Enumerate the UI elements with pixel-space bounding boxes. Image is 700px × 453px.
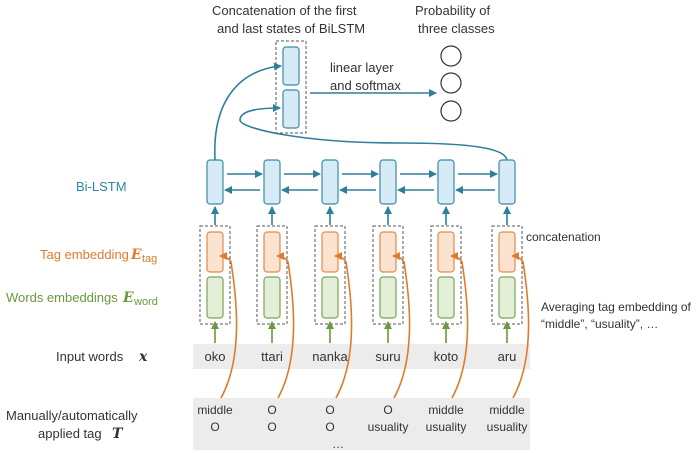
tag-to-embedding-arrow-1 bbox=[219, 252, 238, 399]
applied-tags-band bbox=[193, 398, 530, 450]
bilstm-label: Bi-LSTM bbox=[76, 179, 127, 194]
last-state-arrow bbox=[239, 104, 508, 161]
svg-text:Tag embedding: Tag embedding bbox=[40, 247, 129, 262]
input-word-3: nanka bbox=[312, 349, 348, 364]
tag-to-embedding-arrow-5 bbox=[450, 252, 469, 399]
tag-embedding-5 bbox=[437, 231, 455, 273]
applied-tag-2-1: O bbox=[267, 403, 276, 417]
tag-to-embedding-arrow-2 bbox=[276, 252, 295, 399]
tag-to-embedding-arrow-4 bbox=[392, 252, 411, 399]
svg-text:Manually/automatically: Manually/automatically bbox=[6, 408, 138, 423]
applied-tag-1-2: O bbox=[210, 420, 219, 434]
lstm-cell-6 bbox=[498, 159, 516, 205]
applied-tag-3-1: O bbox=[325, 403, 334, 417]
applied-tag-2-2: O bbox=[267, 420, 276, 434]
input-word-6: aru bbox=[498, 349, 517, 364]
word-embedding-3 bbox=[321, 276, 339, 319]
tag-embedding-2 bbox=[263, 231, 281, 273]
first-state-arrow bbox=[214, 62, 282, 161]
tag-embedding-label: Tag embedding E tag bbox=[40, 247, 157, 265]
linear-line2: and softmax bbox=[330, 78, 401, 93]
tag-embedding-4 bbox=[379, 231, 397, 273]
svg-text:T: T bbox=[112, 426, 124, 442]
lstm-cell-5 bbox=[437, 159, 455, 205]
prob-title-line1: Probability of bbox=[415, 3, 491, 18]
averaging-label-line2: “middle”, “usuality”, … bbox=[541, 317, 658, 331]
input-word-5: koto bbox=[434, 349, 459, 364]
concatenation-label: concatenation bbox=[526, 230, 601, 244]
tag-to-embedding-arrow-6 bbox=[511, 252, 530, 399]
lstm-cell-2 bbox=[263, 159, 281, 205]
prob-title-line2: three classes bbox=[418, 21, 495, 36]
linear-line1: linear layer bbox=[330, 60, 394, 75]
output-class-3 bbox=[440, 100, 462, 122]
lstm-cell-3 bbox=[321, 159, 339, 205]
applied-tag-6-2: usuality bbox=[487, 420, 528, 434]
applied-tag-1-1: middle bbox=[197, 403, 233, 417]
applied-tag-3-3: … bbox=[332, 437, 344, 451]
word-embedding-2 bbox=[263, 276, 281, 319]
concat-state-first bbox=[282, 46, 300, 86]
svg-text:Input words: Input words bbox=[56, 349, 124, 364]
input-word-1: oko bbox=[205, 349, 226, 364]
svg-text:applied tag: applied tag bbox=[38, 426, 102, 441]
word-embedding-4 bbox=[379, 276, 397, 319]
svg-text:tag: tag bbox=[142, 253, 157, 265]
concat-state-last bbox=[282, 89, 300, 129]
input-words-band bbox=[193, 344, 530, 369]
concat-state-frame bbox=[275, 40, 307, 134]
applied-tag-4-2: usuality bbox=[368, 420, 409, 434]
output-class-2 bbox=[440, 72, 462, 94]
concat-title-line2: and last states of BiLSTM bbox=[217, 21, 365, 36]
lstm-cell-1 bbox=[206, 159, 224, 205]
word-embedding-label: Words embeddings E word bbox=[6, 290, 158, 308]
word-embedding-5 bbox=[437, 276, 455, 319]
svg-text:E: E bbox=[122, 290, 134, 306]
tag-embedding-1 bbox=[206, 231, 224, 273]
concat-title-line1: Concatenation of the first bbox=[212, 3, 357, 18]
svg-text:E: E bbox=[130, 247, 142, 263]
input-word-4: suru bbox=[375, 349, 400, 364]
svg-text:Words embeddings: Words embeddings bbox=[6, 290, 118, 305]
columns: okomiddleOttariOOnankaOO…suruOusualityko… bbox=[197, 159, 530, 451]
svg-text:word: word bbox=[133, 296, 158, 308]
tag-embedding-3 bbox=[321, 231, 339, 273]
output-class-1 bbox=[440, 45, 462, 67]
applied-tag-5-2: usuality bbox=[426, 420, 467, 434]
tag-embedding-6 bbox=[498, 231, 516, 273]
word-embedding-6 bbox=[498, 276, 516, 319]
input-words-label: Input words x bbox=[56, 349, 148, 365]
tag-to-embedding-arrow-3 bbox=[334, 252, 353, 399]
averaging-label-line1: Averaging tag embedding of bbox=[541, 300, 692, 314]
lstm-cell-4 bbox=[379, 159, 397, 205]
applied-tag-4-1: O bbox=[383, 403, 392, 417]
applied-tag-6-1: middle bbox=[489, 403, 525, 417]
applied-tag-label: Manually/automatically applied tag T bbox=[6, 408, 138, 442]
applied-tag-5-1: middle bbox=[428, 403, 464, 417]
applied-tag-3-2: O bbox=[325, 420, 334, 434]
svg-text:x: x bbox=[138, 349, 148, 365]
word-embedding-1 bbox=[206, 276, 224, 319]
input-word-2: ttari bbox=[261, 349, 283, 364]
